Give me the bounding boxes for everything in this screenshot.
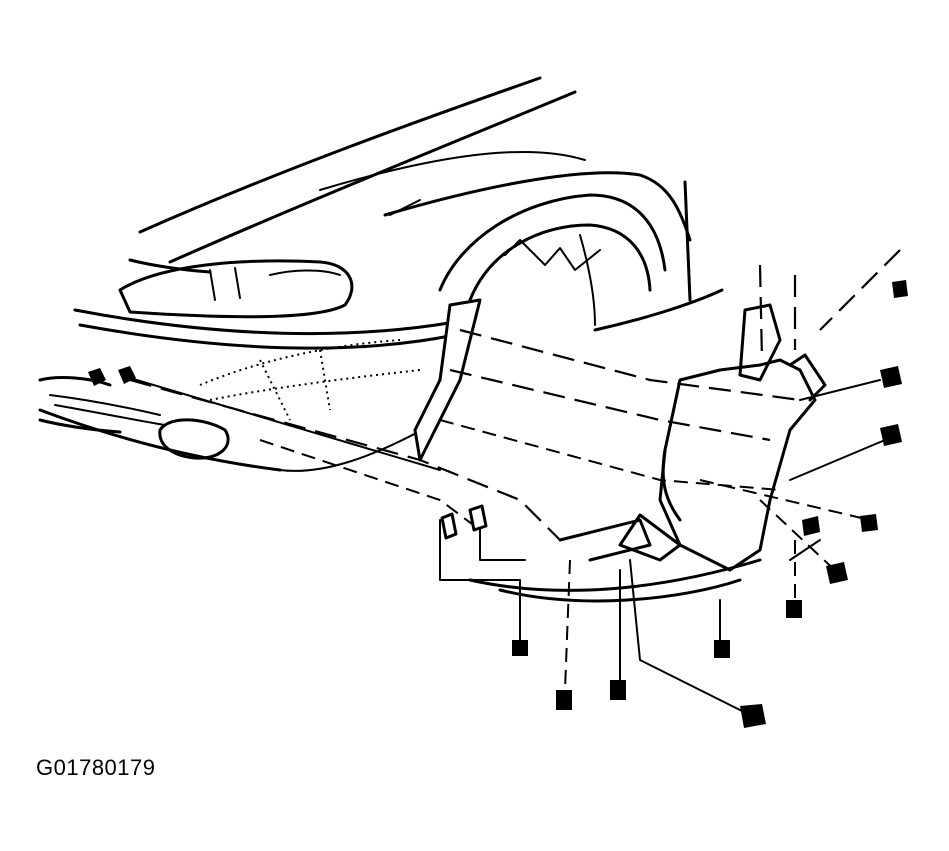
clip-2 — [468, 504, 488, 532]
bolt-bottom-right — [786, 600, 802, 618]
bolt-right-5 — [802, 516, 820, 536]
bolt-right-3 — [860, 514, 878, 532]
clip-1 — [440, 512, 458, 540]
figure-id-label: G01780179 — [36, 755, 156, 780]
bumper-fascia — [38, 259, 457, 472]
screw-bottom-right — [740, 704, 766, 728]
bolt-right-1 — [880, 366, 902, 388]
bolt-left-1 — [88, 368, 106, 386]
fender-wheel-well — [383, 171, 724, 332]
leader-lines — [129, 377, 886, 716]
bolt-right-4 — [826, 562, 848, 584]
bolt-right-2 — [880, 424, 902, 446]
bolt-bottom-3 — [610, 680, 626, 700]
bolt-left-2 — [118, 366, 136, 384]
splash-shield — [413, 298, 827, 603]
bolt-bottom-4 — [714, 640, 730, 658]
alignment-lines — [129, 249, 901, 691]
bolt-bottom-2 — [556, 690, 572, 710]
hood-outline — [128, 76, 586, 274]
bolt-top-right — [892, 280, 908, 298]
bolt-bottom-1 — [512, 640, 528, 656]
